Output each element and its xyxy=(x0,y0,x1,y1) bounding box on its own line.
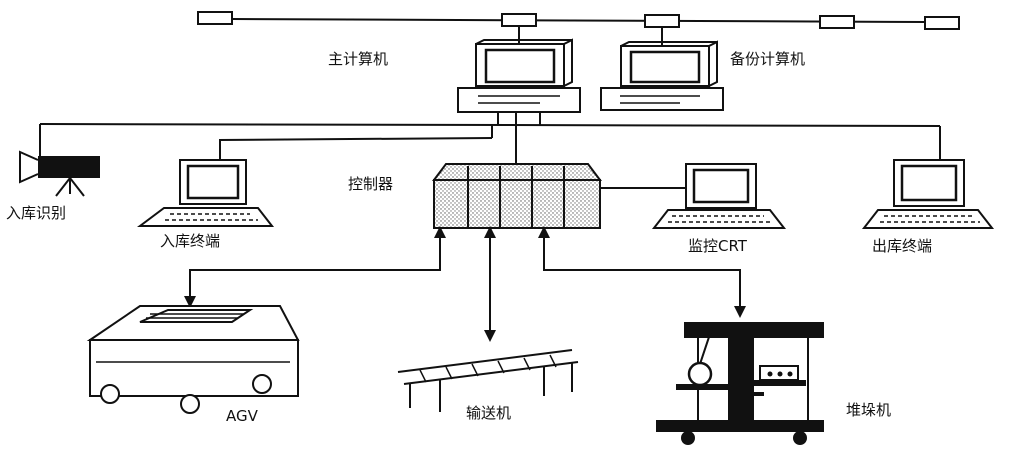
network-node-icon xyxy=(501,13,537,27)
main-computer-icon xyxy=(457,38,581,113)
monitor-crt-icon xyxy=(651,163,787,229)
conveyor-label: 输送机 xyxy=(466,404,511,422)
inbound-terminal-icon xyxy=(137,159,275,227)
backup-computer-label: 备份计算机 xyxy=(730,50,805,68)
camera-icon xyxy=(19,150,100,197)
stacker-crane-icon xyxy=(656,322,824,445)
controller-icon xyxy=(432,163,602,229)
inbound-id-label: 入库识别 xyxy=(6,204,66,222)
network-bus xyxy=(197,11,960,45)
network-node-icon xyxy=(644,14,680,28)
backup-computer-icon xyxy=(600,40,724,111)
outbound-terminal-icon xyxy=(861,159,995,229)
outbound-terminal-label: 出库终端 xyxy=(872,237,932,255)
inbound-terminal-label: 入库终端 xyxy=(160,232,220,250)
monitor-crt-label: 监控CRT xyxy=(688,237,748,255)
network-node-icon xyxy=(197,11,233,25)
agv-label: AGV xyxy=(226,407,259,425)
stacker-label: 堆垛机 xyxy=(846,401,891,419)
conveyor-icon xyxy=(397,349,579,412)
network-node-icon xyxy=(819,15,855,29)
controller-label: 控制器 xyxy=(348,175,393,193)
network-node-icon xyxy=(924,16,960,30)
agv-icon xyxy=(86,305,300,414)
main-computer-label: 主计算机 xyxy=(328,50,388,68)
